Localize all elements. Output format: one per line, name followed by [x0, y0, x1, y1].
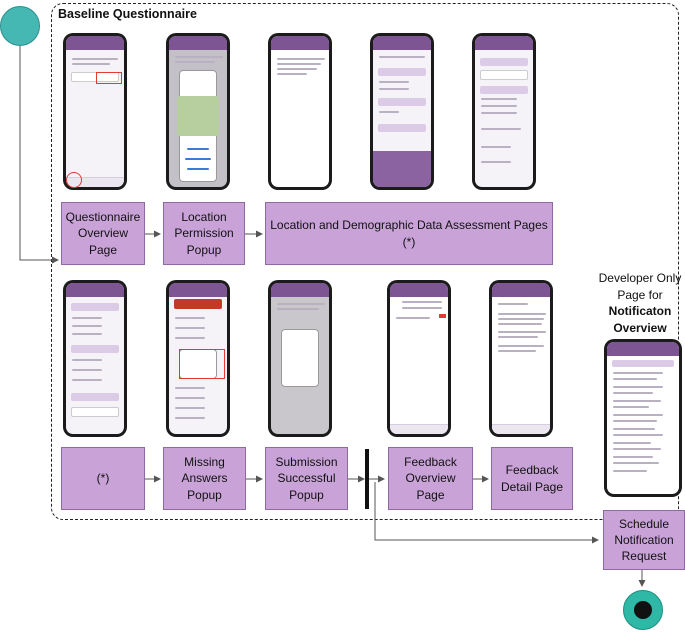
feedback-overview-box: Feedback Overview Page [388, 447, 473, 510]
location-permission-box: Location Permission Popup [163, 202, 245, 265]
phone-remaining-questions [63, 280, 127, 437]
arrow-bar-to-schedule [374, 482, 599, 544]
sync-bar [365, 449, 369, 509]
phone-missing-answers [166, 280, 230, 437]
phone-intro-text [268, 33, 332, 190]
missing-answers-box: Missing Answers Popup [163, 447, 246, 510]
developer-line-4: Overview [613, 320, 667, 335]
phone-demographic-question [472, 33, 536, 190]
phone-feedback-overview [387, 280, 451, 437]
phone-location-permission [166, 33, 230, 190]
phone-notification-overview [604, 339, 682, 497]
start-node [0, 6, 40, 46]
missing-highlight-box [179, 349, 225, 379]
phone-location-question [370, 33, 434, 190]
developer-line-3: Notificaton [608, 304, 672, 319]
phone-feedback-detail [489, 280, 553, 437]
feedback-detail-box: Feedback Detail Page [491, 447, 573, 510]
end-node [623, 590, 663, 630]
submission-successful-box: Submission Successful Popup [265, 447, 348, 510]
developer-line-1: Developer Only [598, 271, 682, 285]
frame-title: Baseline Questionnaire [58, 7, 197, 21]
location-demographic-box: Location and Demographic Data Assessment… [265, 202, 553, 265]
baseline-questionnaire-frame [51, 3, 679, 520]
start-connector [19, 46, 59, 264]
developer-only-label: Developer Only Page for Notificaton Over… [595, 270, 685, 336]
phone-submission-successful [268, 280, 332, 437]
developer-line-2: Page for [617, 287, 663, 302]
phone-questionnaire-overview [63, 33, 127, 190]
asterisk-box: (*) [61, 447, 145, 510]
schedule-notification-box: Schedule Notification Request [603, 510, 685, 570]
highlight-box [96, 72, 122, 84]
tab-highlight-circle [66, 172, 82, 188]
questionnaire-overview-box: Questionnaire Overview Page [61, 202, 145, 265]
